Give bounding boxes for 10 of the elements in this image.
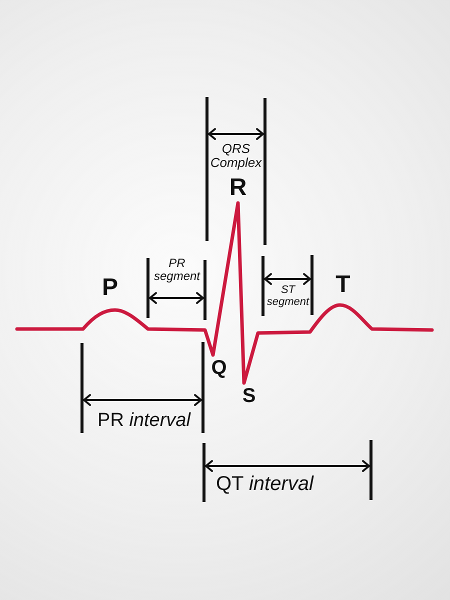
wave-label: T bbox=[334, 272, 352, 298]
wave-label: R bbox=[228, 175, 248, 201]
interval-label: PR interval bbox=[96, 410, 192, 432]
segment-label: ST segment bbox=[266, 284, 310, 308]
segment-label: PR segment bbox=[152, 257, 202, 283]
complex-label: QRS Complex bbox=[209, 142, 263, 170]
interval-label: QT interval bbox=[216, 472, 315, 496]
wave-label: P bbox=[100, 275, 119, 301]
wave-label: S bbox=[241, 385, 257, 407]
wave-label: Q bbox=[210, 357, 228, 379]
